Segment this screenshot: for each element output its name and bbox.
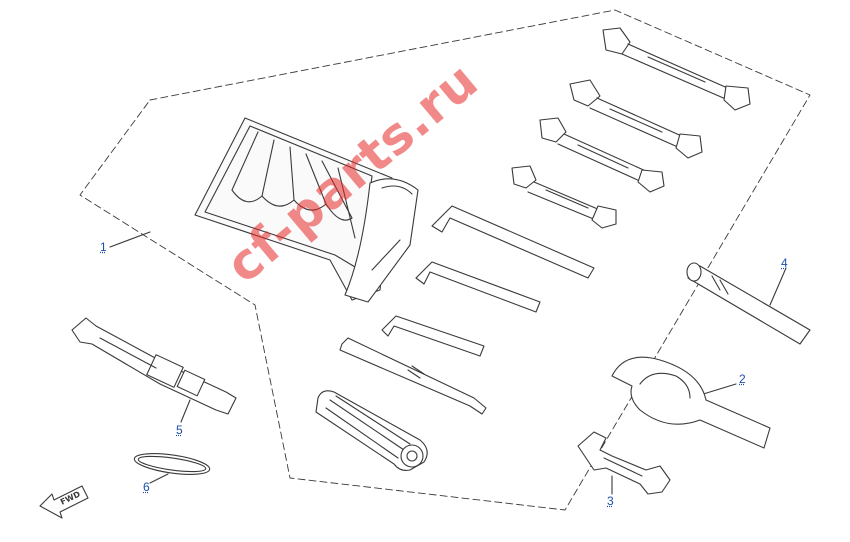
spark-plug-wrench xyxy=(71,317,237,415)
wrench-1 xyxy=(602,27,751,111)
wrench-3 xyxy=(539,117,665,193)
fwd-arrow xyxy=(39,485,89,519)
wrench-4 xyxy=(511,165,617,229)
callout-5-link[interactable]: 5 xyxy=(176,423,183,437)
leader-line-4 xyxy=(769,267,787,306)
screwdriver-blade xyxy=(339,337,487,415)
leader-line-2 xyxy=(699,383,737,396)
o-ring xyxy=(133,453,211,475)
toolkit-group-outline xyxy=(79,9,811,511)
leader-line-1 xyxy=(109,231,151,248)
callout-4-link[interactable]: 4 xyxy=(781,256,788,270)
tool-pouch xyxy=(194,117,419,303)
open-end-wrench xyxy=(577,431,671,495)
callout-3-link[interactable]: 3 xyxy=(607,494,614,508)
callout-2-link[interactable]: 2 xyxy=(739,372,746,386)
hook-spanner xyxy=(611,356,771,449)
wrench-2 xyxy=(569,79,703,159)
callout-1-link[interactable]: 1 xyxy=(100,240,107,254)
hex-keys xyxy=(381,205,595,357)
leader-line-6 xyxy=(149,473,169,484)
callout-6-link[interactable]: 6 xyxy=(143,480,150,494)
leader-line-5 xyxy=(180,399,191,423)
extension-bar xyxy=(686,262,811,345)
screwdriver-handle xyxy=(315,390,428,471)
combination-wrenches xyxy=(511,27,751,229)
